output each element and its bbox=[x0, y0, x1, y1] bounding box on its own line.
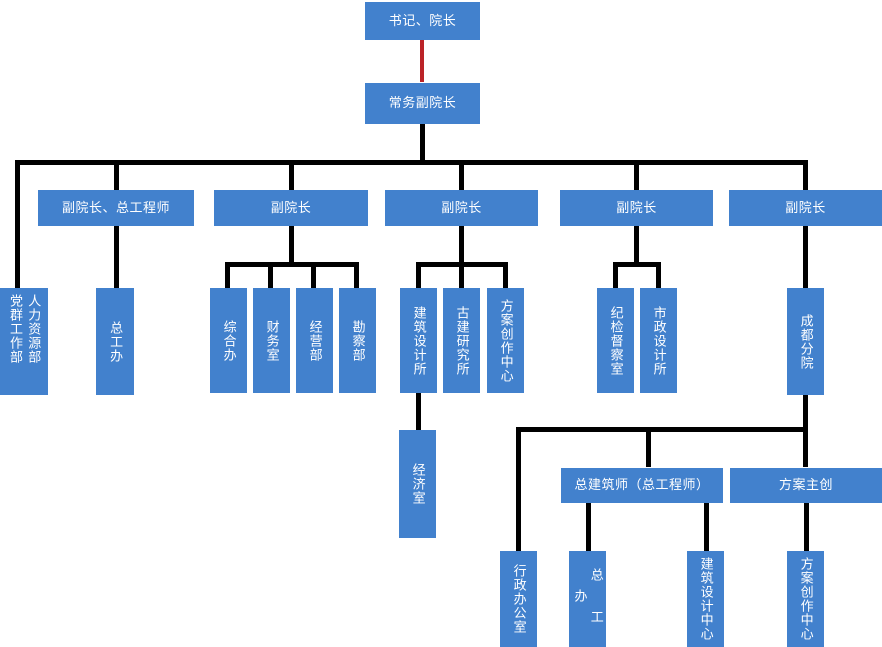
node-party-affairs-label: 党群工作部 bbox=[8, 294, 23, 364]
connector-vp4-drop-1 bbox=[613, 262, 618, 288]
node-hr-label: 人力资源部 bbox=[26, 294, 42, 364]
connector-vp5-to-chengdu bbox=[803, 226, 808, 288]
node-discipline-inspection-office[interactable]: 纪检督察室 bbox=[597, 288, 634, 393]
node-chief-architect[interactable]: 总建筑师（总工程师） bbox=[561, 468, 723, 503]
node-vice-president-4[interactable]: 副院长 bbox=[560, 190, 713, 226]
connector-scheme-lead-to-creation-center bbox=[804, 503, 809, 551]
connector-bus-drop-4 bbox=[634, 160, 639, 190]
node-municipal-design-institute[interactable]: 市政设计所 bbox=[640, 288, 677, 393]
node-secretary-president[interactable]: 书记、院长 bbox=[365, 2, 480, 40]
connector-arch-to-economics bbox=[416, 393, 421, 430]
connector-chengdu-drop-chief-architect bbox=[646, 427, 651, 467]
connector-vp2-drop-3 bbox=[311, 262, 316, 288]
node-chief-engineer-office[interactable]: 总工办 bbox=[96, 288, 134, 395]
node-administrative-office[interactable]: 行政办公室 bbox=[500, 551, 537, 647]
connector-vp4-drop-2 bbox=[656, 262, 661, 288]
node-ancient-architecture-institute[interactable]: 古建研究所 bbox=[443, 288, 480, 393]
connector-main-bus bbox=[15, 160, 807, 165]
node-general-affairs-office[interactable]: 综合办 bbox=[210, 288, 247, 393]
connector-vp2-drop-2 bbox=[268, 262, 273, 288]
connector-bus-drop-2 bbox=[289, 160, 294, 190]
connector-vp1-to-chief-eng-office bbox=[114, 226, 119, 288]
node-chengdu-scheme-creation-center[interactable]: 方案创作中心 bbox=[787, 551, 824, 647]
node-economics-office[interactable]: 经济室 bbox=[399, 430, 436, 538]
connector-exec-stem bbox=[420, 124, 425, 163]
connector-bus-drop-1 bbox=[114, 160, 119, 190]
node-architectural-design-center[interactable]: 建筑设计中心 bbox=[687, 551, 724, 647]
connector-chengdu-bus bbox=[516, 427, 808, 432]
node-architectural-design-institute[interactable]: 建筑设计所 bbox=[400, 288, 437, 393]
node-scheme-lead[interactable]: 方案主创 bbox=[730, 468, 882, 503]
connector-vp2-bus bbox=[225, 262, 359, 267]
node-vice-president-chief-engineer[interactable]: 副院长、总工程师 bbox=[38, 190, 194, 226]
node-vice-president-5[interactable]: 副院长 bbox=[729, 190, 882, 226]
connector-top-to-exec bbox=[420, 39, 424, 82]
connector-vp4-stem bbox=[634, 226, 639, 264]
connector-chengdu-stem bbox=[803, 393, 808, 431]
node-operations-department[interactable]: 经营部 bbox=[296, 288, 333, 393]
connector-chengdu-drop-admin bbox=[516, 427, 521, 551]
connector-vp3-drop-2 bbox=[459, 262, 464, 288]
connector-bus-drop-5 bbox=[803, 160, 808, 190]
connector-vp3-drop-1 bbox=[416, 262, 421, 288]
connector-vp2-stem bbox=[289, 226, 294, 264]
node-chengdu-branch[interactable]: 成都分院 bbox=[787, 288, 824, 395]
connector-vp2-drop-1 bbox=[225, 262, 230, 288]
node-chengdu-chief-engineer-office[interactable]: 总 工 办 bbox=[569, 551, 606, 647]
node-executive-vice-president[interactable]: 常务副院长 bbox=[365, 83, 480, 124]
node-vice-president-3[interactable]: 副院长 bbox=[385, 190, 538, 226]
connector-vp3-stem bbox=[459, 226, 464, 264]
connector-bus-drop-3 bbox=[459, 160, 464, 190]
node-hr-and-party-affairs[interactable]: 人力资源部 党群工作部 bbox=[0, 288, 48, 395]
connector-vp4-bus bbox=[613, 262, 661, 267]
node-survey-department[interactable]: 勘察部 bbox=[339, 288, 376, 393]
connector-chengdu-drop-scheme-lead bbox=[803, 427, 808, 467]
connector-vp3-drop-3 bbox=[503, 262, 508, 288]
node-finance-office[interactable]: 财务室 bbox=[253, 288, 290, 393]
connector-vp2-drop-4 bbox=[354, 262, 359, 288]
connector-chief-architect-to-eng-office bbox=[586, 503, 591, 551]
node-vice-president-2[interactable]: 副院长 bbox=[214, 190, 368, 226]
connector-chief-architect-to-design-center bbox=[704, 503, 709, 551]
connector-bus-drop-far-left bbox=[15, 160, 20, 288]
node-scheme-creation-center[interactable]: 方案创作中心 bbox=[487, 288, 524, 393]
